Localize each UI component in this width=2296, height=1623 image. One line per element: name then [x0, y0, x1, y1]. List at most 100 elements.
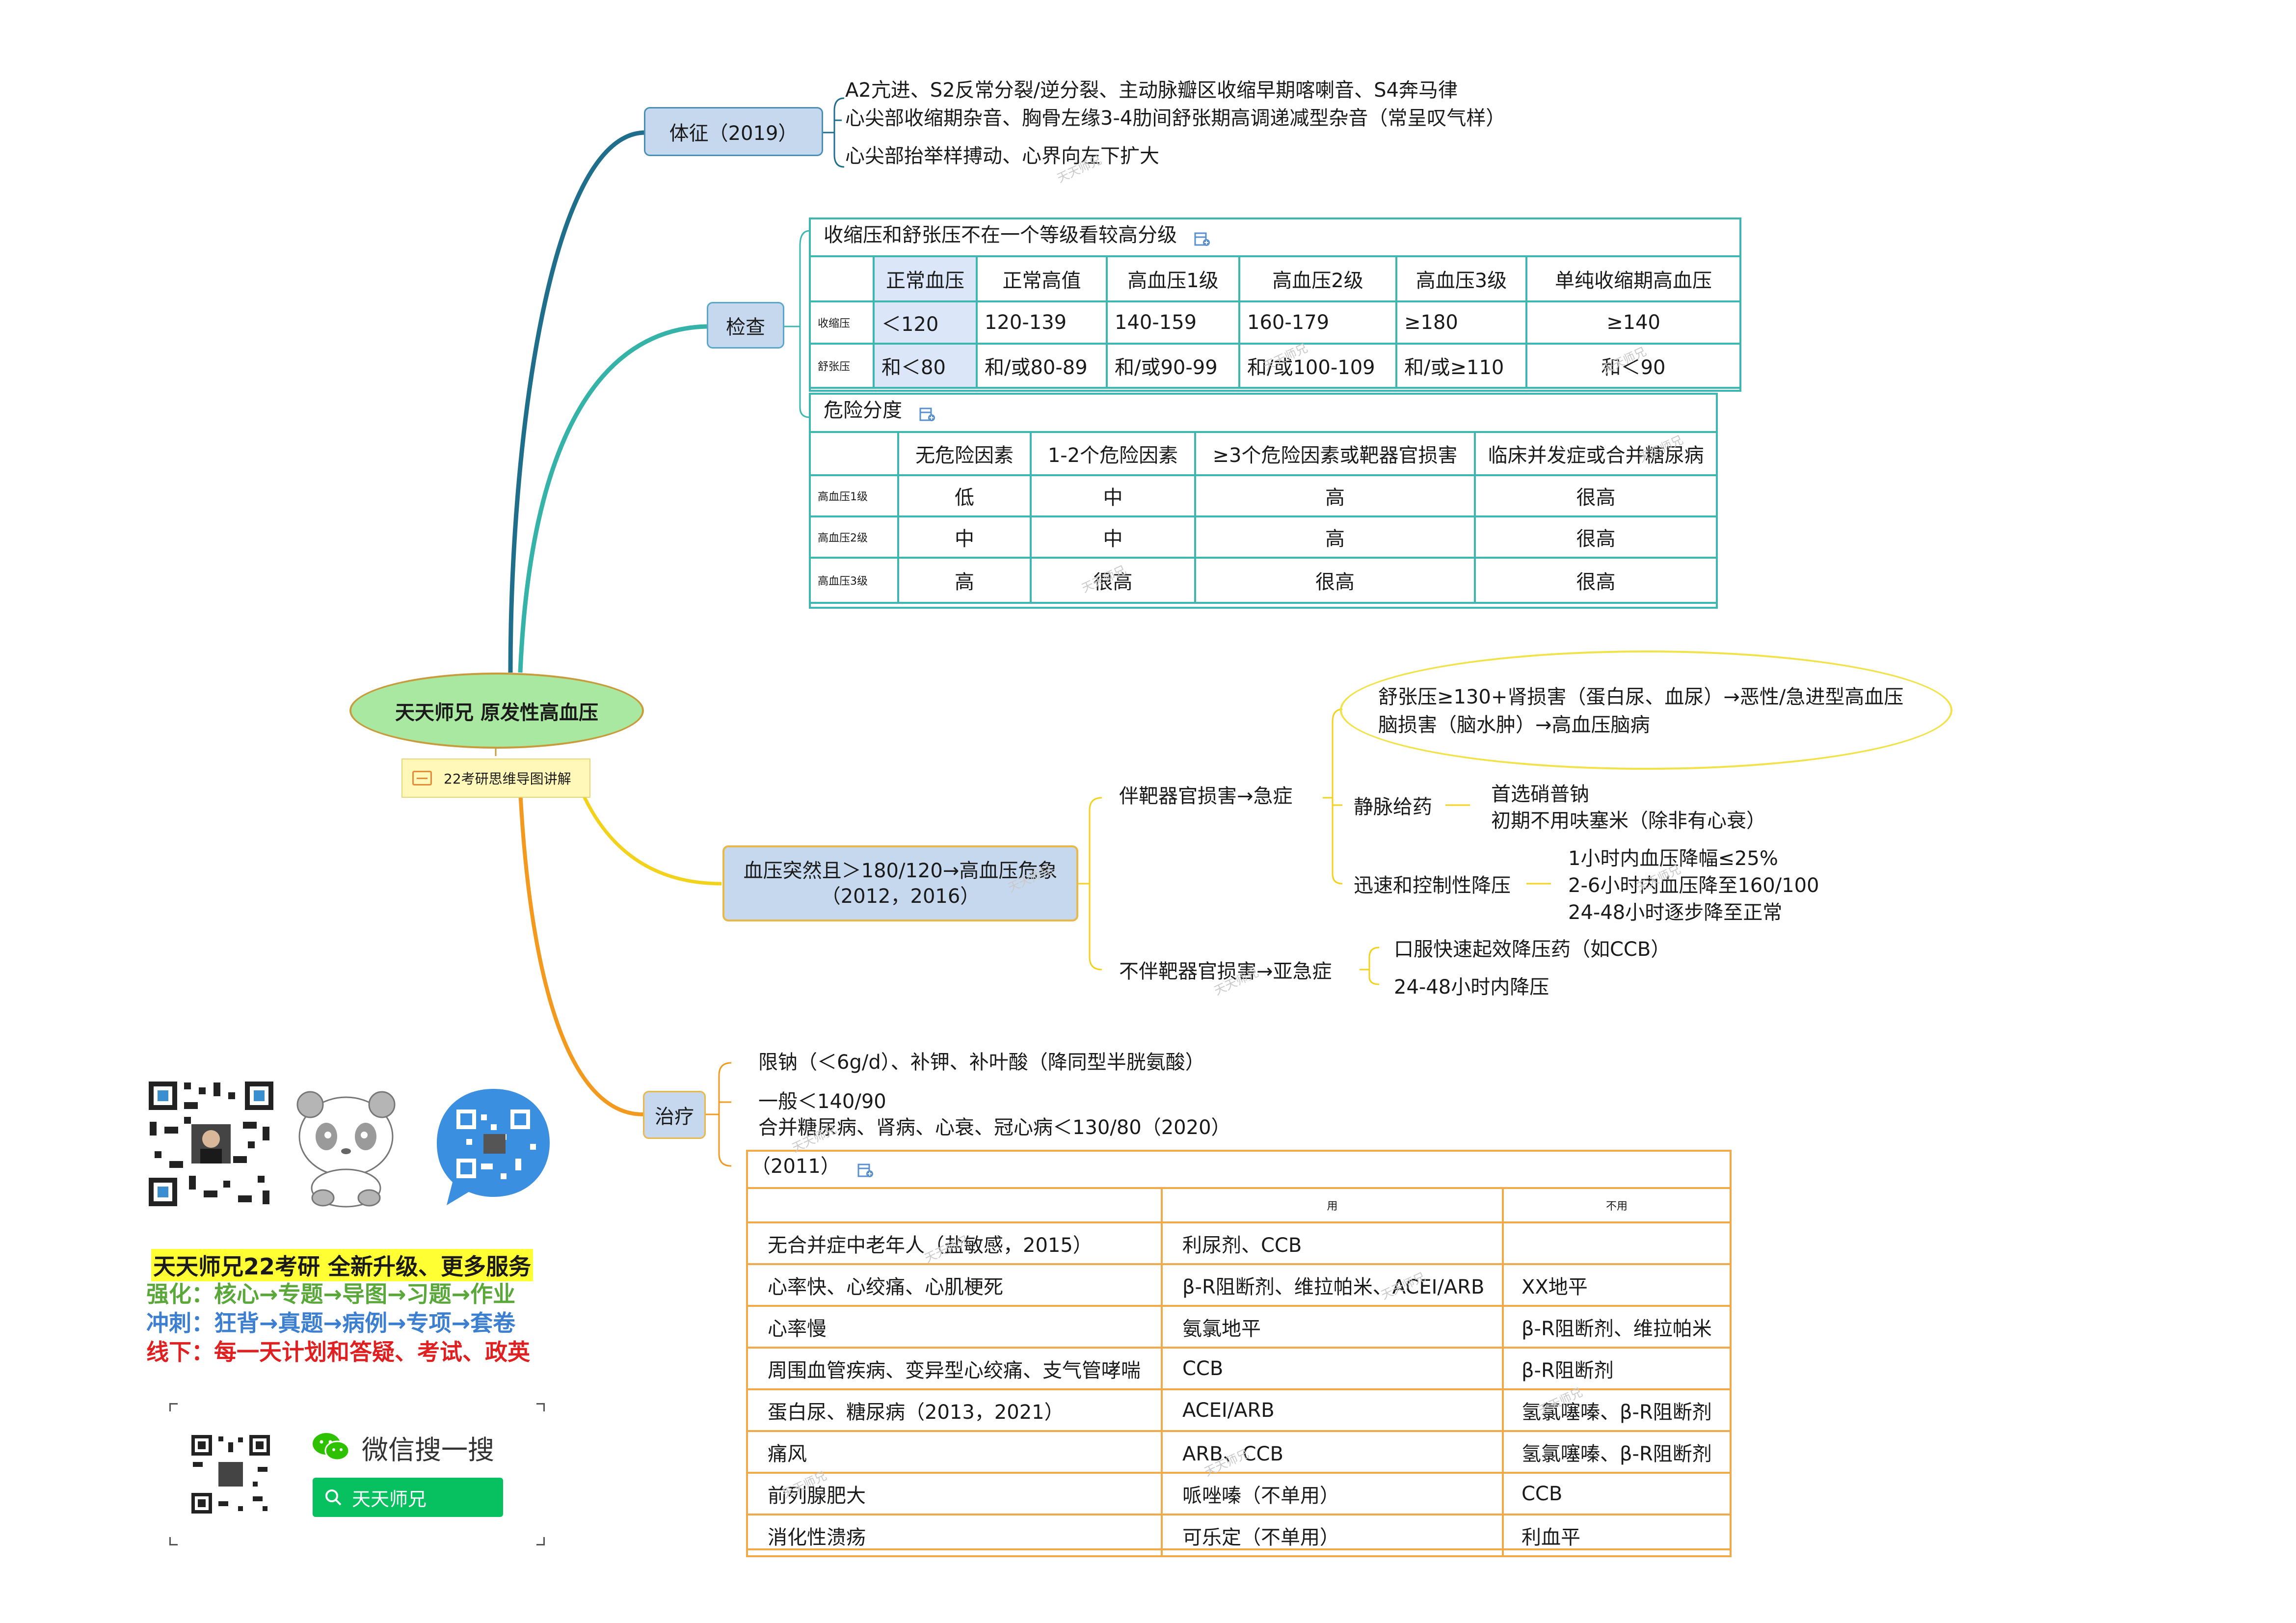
- risk-cell: 中: [1030, 474, 1196, 517]
- risk-cell: 高: [1194, 515, 1476, 559]
- drug-cell-use: ACEI/ARB: [1161, 1388, 1504, 1432]
- drug-cell-avoid: β-R阻断剂、维拉帕米: [1502, 1305, 1732, 1349]
- drug-cell-use: CCB: [1161, 1347, 1504, 1390]
- risk-cell: 中: [1030, 515, 1196, 559]
- urgency-label: 不伴靶器官损害→亚急症: [1119, 960, 1332, 983]
- treatment-item-3: 合并糖尿病、肾病、心衰、冠心病＜130/80（2020）: [758, 1116, 1231, 1139]
- drug-cell-condition: 消化性溃疡: [746, 1514, 1163, 1557]
- table-row: 痛风 ARB、CCB 氢氯噻嗪、β-R阻断剂: [746, 1430, 1732, 1474]
- emergency-label: 伴靶器官损害→急症: [1119, 785, 1293, 808]
- grade-header-isolated: 单纯收缩期高血压: [1525, 255, 1741, 302]
- risk-cell: 高: [1194, 474, 1476, 517]
- risk-row-label: 高血压3级: [809, 557, 899, 604]
- branch-treatment[interactable]: 治疗: [643, 1091, 706, 1139]
- table-row: 无合并症中老年人（盐敏感，2015） 利尿剂、CCB: [746, 1221, 1732, 1265]
- wechat-card[interactable]: 微信搜一搜 天天师兄: [169, 1403, 545, 1545]
- drug-cell-avoid: CCB: [1502, 1472, 1732, 1515]
- center-note-text: 22考研思维导图讲解: [444, 771, 571, 787]
- table-row: 舒张压 和＜80 和/或80-89 和/或90-99 和/或100-109 和/…: [809, 343, 1741, 389]
- grade-header-g1: 高血压1级: [1106, 255, 1240, 302]
- grade-cell: 和/或80-89: [976, 343, 1108, 389]
- drug-cell-use: β-R阻断剂、维拉帕米、ACEI/ARB: [1161, 1263, 1504, 1307]
- grade-cell: 120-139: [976, 300, 1108, 345]
- drug-cell-condition: 痛风: [746, 1430, 1163, 1474]
- grade-cell: 和＜90: [1525, 343, 1741, 389]
- drug-cell-avoid: β-R阻断剂: [1502, 1347, 1732, 1390]
- urgency-item-2: 24-48小时内降压: [1394, 976, 1549, 999]
- branch-crisis[interactable]: 血压突然且＞180/120→高血压危象 （2012，2016）: [722, 845, 1078, 921]
- card-corner: [169, 1403, 178, 1411]
- grade-cell: ＜120: [873, 300, 978, 345]
- table-row: 心率快、心绞痛、心肌梗死 β-R阻断剂、维拉帕米、ACEI/ARB XX地平: [746, 1263, 1732, 1307]
- grade-header-g2: 高血压2级: [1238, 255, 1397, 302]
- wechat-search-label: 微信搜一搜: [362, 1434, 494, 1465]
- drug-table: 用 不用 无合并症中老年人（盐敏感，2015） 利尿剂、CCB 心率快、心绞痛、…: [746, 1187, 1732, 1557]
- drug-table-caption: （2011）: [751, 1155, 874, 1178]
- table-row: 消化性溃疡 可乐定（不单用） 利血平: [746, 1514, 1732, 1557]
- drug-cell-avoid: 氢氯噻嗪、β-R阻断剂: [1502, 1430, 1732, 1474]
- drug-header-use: 用: [1161, 1187, 1504, 1223]
- signs-item-1: A2亢进、S2反常分裂/逆分裂、主动脉瓣区收缩早期喀喇音、S4奔马律: [845, 79, 1458, 102]
- iv-item-1: 首选硝普钠: [1491, 783, 1589, 806]
- drug-cell-condition: 心率慢: [746, 1305, 1163, 1349]
- grade-row-label: 舒张压: [809, 343, 875, 389]
- risk-header: 1-2个危险因素: [1030, 431, 1196, 476]
- center-topic[interactable]: 天天师兄 原发性高血压: [349, 673, 644, 749]
- grade-row-label: 收缩压: [809, 300, 875, 345]
- crisis-bracket: [1075, 797, 1102, 971]
- control-item-2: 2-6小时内血压降至160/100: [1568, 874, 1819, 897]
- card-corner: [536, 1403, 545, 1411]
- grade-header-normal: 正常血压: [873, 255, 978, 302]
- branch-line-exam: [518, 324, 707, 673]
- treatment-item-2: 一般＜140/90: [758, 1090, 886, 1113]
- table-row: 周围血管疾病、变异型心绞痛、支气管哮喘 CCB β-R阻断剂: [746, 1347, 1732, 1390]
- center-note[interactable]: 22考研思维导图讲解: [401, 758, 590, 798]
- table-row: 收缩压 ＜120 120-139 140-159 160-179 ≥180 ≥1…: [809, 300, 1741, 345]
- branch-treatment-label: 治疗: [655, 1106, 694, 1128]
- signs-item-2: 心尖部收缩期杂音、胸骨左缘3-4肋间舒张期高调递减型杂音（常呈叹气样）: [845, 107, 1506, 130]
- table-icon: [1194, 229, 1211, 246]
- risk-table: 无危险因素 1-2个危险因素 ≥3个危险因素或靶器官损害 临床并发症或合并糖尿病…: [809, 431, 1718, 604]
- risk-cell: 很高: [1474, 557, 1718, 604]
- qr-code-small-icon: [189, 1433, 272, 1516]
- branch-exam-label: 检查: [726, 316, 765, 339]
- treatment-item-1: 限钠（＜6g/d）、补钾、补叶酸（降同型半胱氨酸）: [758, 1051, 1205, 1074]
- drug-cell-condition: 心率快、心绞痛、心肌梗死: [746, 1263, 1163, 1307]
- risk-header: 临床并发症或合并糖尿病: [1474, 431, 1718, 476]
- risk-cell: 很高: [1030, 557, 1196, 604]
- drug-header-avoid: 不用: [1502, 1187, 1732, 1223]
- grade-cell: 140-159: [1106, 300, 1240, 345]
- qr-code-bubble-icon: [437, 1089, 550, 1205]
- branch-line-signs: [508, 130, 646, 673]
- branch-line-treatment: [518, 790, 643, 1116]
- drug-cell-condition: 周围血管疾病、变异型心绞痛、支气管哮喘: [746, 1347, 1163, 1390]
- risk-table-caption: 危险分度: [824, 399, 936, 422]
- grade-cell: 和/或≥110: [1395, 343, 1527, 389]
- wechat-search-box[interactable]: 天天师兄: [313, 1478, 503, 1517]
- risk-cell: 高: [897, 557, 1032, 604]
- grade-table: 正常血压 正常高值 高血压1级 高血压2级 高血压3级 单纯收缩期高血压 收缩压…: [809, 255, 1741, 389]
- risk-cell: 很高: [1194, 557, 1476, 604]
- branch-signs[interactable]: 体征（2019）: [644, 107, 823, 156]
- drug-cell-use: 利尿剂、CCB: [1161, 1221, 1504, 1265]
- qr-code-icon: [145, 1078, 277, 1210]
- grade-cell: ≥140: [1525, 300, 1741, 345]
- risk-cell: 低: [897, 474, 1032, 517]
- crisis-label-2: （2012，2016）: [821, 885, 980, 908]
- iv-item-2: 初期不用呋塞米（除非有心衰）: [1491, 810, 1766, 832]
- wechat-search-text: 天天师兄: [352, 1488, 427, 1510]
- exam-bracket: [783, 230, 810, 418]
- table-icon: [857, 1160, 874, 1177]
- grade-header-high-normal: 正常高值: [976, 255, 1108, 302]
- drug-cell-avoid: 氢氯噻嗪、β-R阻断剂: [1502, 1388, 1732, 1432]
- iv-label: 静脉给药: [1354, 796, 1432, 818]
- crisis-label-1: 血压突然且＞180/120→高血压危象: [743, 859, 1058, 882]
- branch-exam[interactable]: 检查: [707, 302, 784, 349]
- risk-header: 无危险因素: [897, 431, 1032, 476]
- signs-item-3: 心尖部抬举样搏动、心界向左下扩大: [845, 145, 1159, 167]
- branch-signs-label: 体征（2019）: [669, 122, 798, 145]
- panda-icon: [296, 1091, 396, 1208]
- risk-cell: 中: [897, 515, 1032, 559]
- emergency-ellipse: [1340, 650, 1952, 770]
